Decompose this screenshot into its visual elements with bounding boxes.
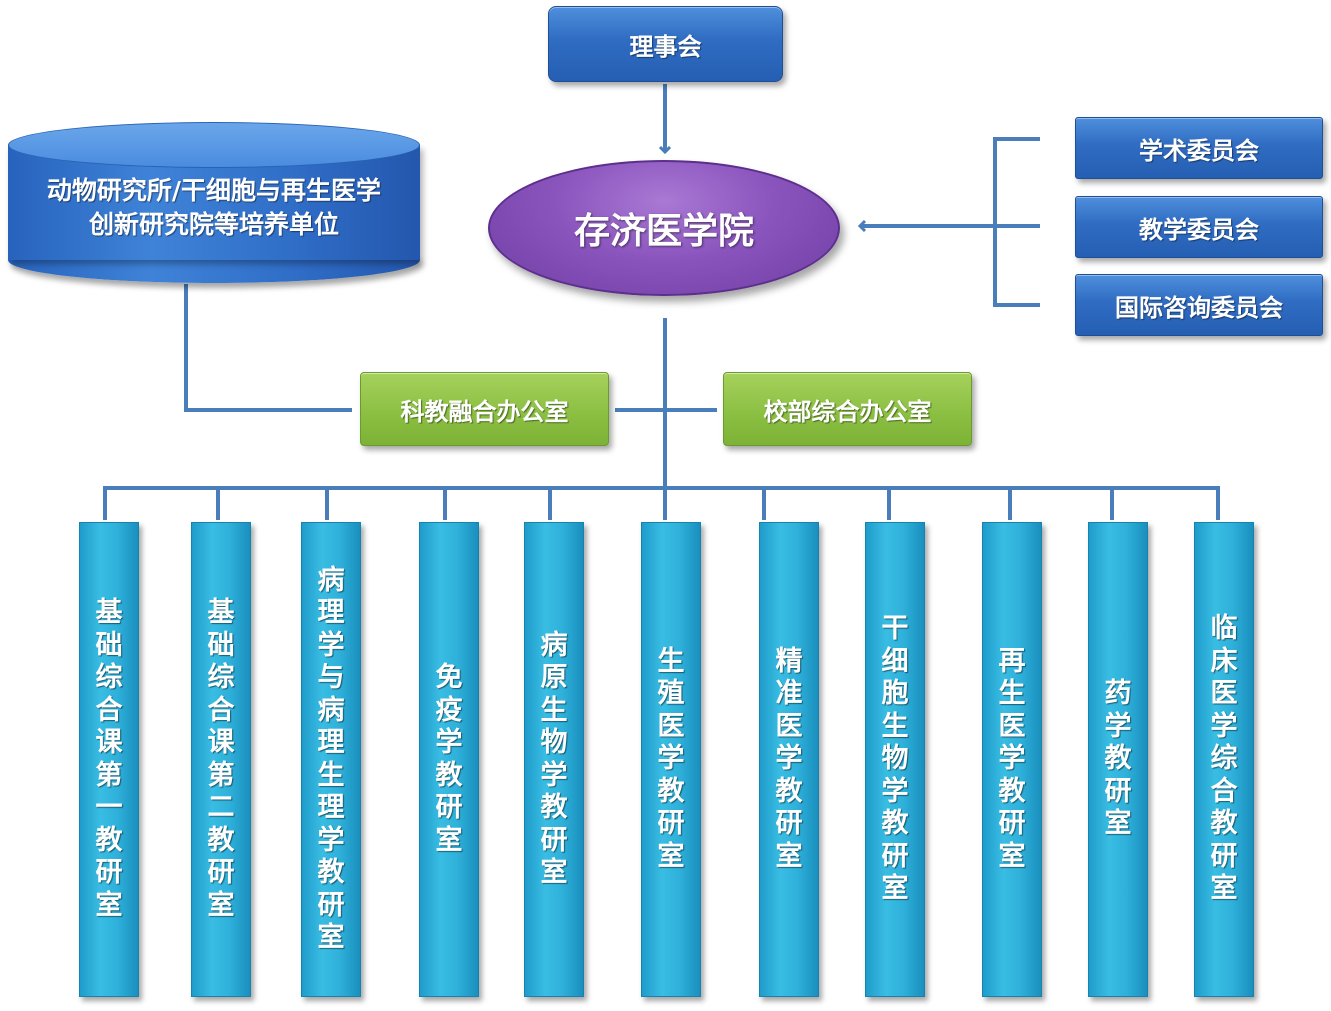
department-box-9: 再生医学教研室	[982, 522, 1042, 997]
office-box-general: 校部综合办公室	[723, 372, 972, 446]
department-box-10: 药学教研室	[1088, 522, 1148, 997]
board-box: 理事会	[548, 6, 783, 82]
committee-box-academic: 学术委员会	[1075, 117, 1323, 179]
department-label-11: 临床医学综合教研室	[1210, 613, 1238, 905]
training-units-line1: 动物研究所/干细胞与再生医学	[46, 176, 382, 205]
department-box-7: 精准医学教研室	[759, 522, 819, 997]
committee-label-teaching: 教学委员会	[1139, 215, 1259, 244]
department-box-6: 生殖医学教研室	[641, 522, 701, 997]
department-label-4: 免疫学教研室	[435, 662, 463, 856]
department-box-5: 病原生物学教研室	[524, 522, 584, 997]
department-label-6: 生殖医学教研室	[657, 645, 685, 872]
department-box-3: 病理学与病理生理学教研室	[301, 522, 361, 997]
college-ellipse: 存济医学院	[488, 160, 840, 296]
training-units-label: 动物研究所/干细胞与再生医学 创新研究院等培养单位	[8, 168, 420, 248]
department-box-11: 临床医学综合教研室	[1194, 522, 1254, 997]
department-box-1: 基础综合课第一教研室	[79, 522, 139, 997]
committee-label-international: 国际咨询委员会	[1115, 293, 1283, 322]
cylinder-top	[8, 122, 420, 168]
board-label: 理事会	[629, 32, 702, 61]
department-label-8: 干细胞生物学教研室	[881, 613, 909, 905]
department-label-10: 药学教研室	[1104, 678, 1132, 840]
office-label-general: 校部综合办公室	[763, 397, 932, 426]
committee-label-academic: 学术委员会	[1139, 136, 1259, 165]
department-box-8: 干细胞生物学教研室	[865, 522, 925, 997]
college-label: 存济医学院	[573, 211, 754, 252]
department-label-2: 基础综合课第二教研室	[207, 597, 235, 921]
training-units-line2: 创新研究院等培养单位	[88, 210, 339, 239]
department-label-3: 病理学与病理生理学教研室	[317, 564, 345, 954]
department-label-1: 基础综合课第一教研室	[95, 597, 123, 921]
office-label-science-education: 科教融合办公室	[400, 397, 569, 426]
office-box-science-education: 科教融合办公室	[360, 372, 609, 446]
department-box-4: 免疫学教研室	[419, 522, 479, 997]
department-label-9: 再生医学教研室	[998, 645, 1026, 872]
department-label-5: 病原生物学教研室	[540, 629, 568, 889]
committee-box-teaching: 教学委员会	[1075, 196, 1323, 258]
department-box-2: 基础综合课第二教研室	[191, 522, 251, 997]
committee-box-international: 国际咨询委员会	[1075, 274, 1323, 336]
department-label-7: 精准医学教研室	[775, 645, 803, 872]
